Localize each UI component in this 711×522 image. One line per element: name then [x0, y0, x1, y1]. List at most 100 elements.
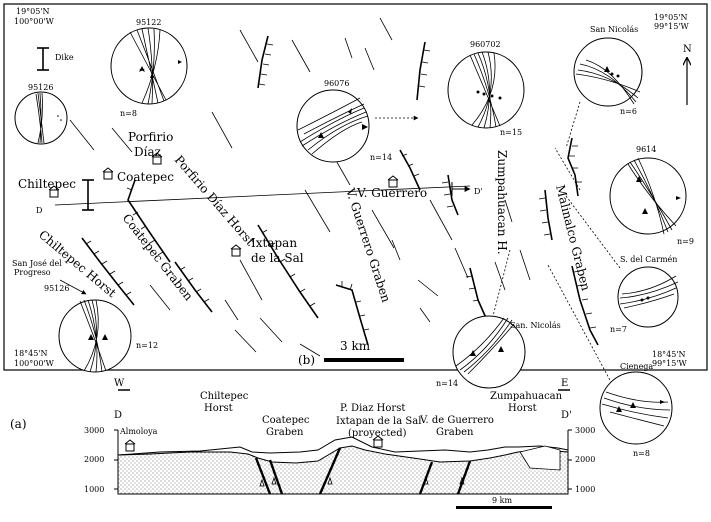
town-markers: [48, 152, 399, 257]
stereonet-count: n=14: [436, 379, 458, 388]
section-coatepec-2: Graben: [266, 427, 304, 438]
stereonet-9614: 9614 n=9: [609, 145, 694, 246]
stereonet-id: S. del Carmén: [620, 255, 677, 264]
coord-se-lon: 99°15'W: [652, 359, 688, 368]
town-icon: [151, 152, 163, 165]
stereonet-960702: 960702 n=15: [447, 40, 525, 137]
town-icon: [372, 435, 384, 448]
stereonet-id: 96076: [324, 79, 349, 88]
label-coatepec-graben: Coatepec Graben: [120, 211, 196, 303]
lineaments: [69, 17, 531, 357]
stereonet-id: 9614: [636, 145, 656, 154]
stereonet-95126-small: 95126: [14, 83, 68, 145]
section-line: D D': [36, 182, 483, 215]
section-coatepec-1: Coatepec: [262, 415, 310, 426]
section-panel-label: (a): [10, 417, 27, 431]
right-tick-label: 3000: [575, 426, 595, 435]
town-porfirio-2: Díaz: [134, 145, 161, 159]
map-panel-label: (b): [298, 353, 315, 367]
stereonet-count: n=15: [500, 128, 522, 137]
left-tick-label: 1000: [84, 485, 104, 494]
stereonet-count: n=7: [610, 325, 627, 334]
right-tick-label: 1000: [575, 485, 595, 494]
section-pdiaz: P. Diaz Horst: [340, 403, 405, 414]
stereonet-connectors: [375, 69, 626, 409]
coord-se-lat: 18°45'N: [652, 350, 686, 359]
section-rock-body: [117, 445, 569, 495]
section-scale-label: 9 km: [492, 496, 512, 505]
section-start: D: [114, 410, 122, 421]
map-scale-bar: 3 km: [324, 339, 404, 362]
section-end: D': [561, 410, 572, 421]
section-zumpa-1: Zumpahuacan: [490, 391, 563, 402]
stereonet-96076: 96076 n=14: [296, 79, 392, 163]
stereonet-count: n=8: [633, 449, 650, 458]
coord-ne-lon: 99°15'W: [654, 22, 690, 31]
town-icon: [230, 244, 242, 257]
section-guerrero-1: V. de Guerrero: [419, 415, 494, 426]
town-san-jose-1: San José del: [12, 259, 62, 268]
label-porfirio-horst: Porfirio Díaz Horst: [172, 153, 258, 249]
dike-label: Dike: [55, 53, 74, 62]
stereonet-id: San Nicolás: [590, 25, 638, 34]
section-ixtapan-1: Ixtapan de la Sal: [336, 416, 421, 427]
stereonet-count: n=9: [677, 237, 694, 246]
label-guerrero-graben: V. Guerrero Graben: [343, 186, 393, 305]
map-scale-label: 3 km: [340, 339, 371, 353]
town-icon: [48, 185, 60, 198]
town-icon: [124, 439, 136, 452]
stereonet-id: 95126: [44, 284, 69, 293]
stereonet-id: San. Nicolás: [510, 321, 561, 330]
faults: [81, 35, 599, 346]
section-guerrero-2: Graben: [436, 427, 474, 438]
dike-symbol: Dike: [37, 47, 74, 71]
stereonet-95122: 95122 n=8: [110, 18, 188, 118]
town-guerrero: V. Guerrero: [356, 186, 427, 200]
cross-section: (a) W E D D' 3000 2000 1000 3000 2000 10…: [10, 378, 595, 509]
town-icon: [387, 175, 399, 188]
coord-sw-lon: 100°00'W: [14, 359, 55, 368]
coord-sw-lat: 18°45'N: [14, 349, 48, 358]
stereonet-san-nicolas: San Nicolás n=6: [573, 25, 643, 116]
town-san-jose-2: Progreso: [14, 268, 51, 277]
section-end-label: D': [474, 187, 483, 196]
stereonet-95126-large: 95126 n=12: [44, 284, 158, 373]
section-scale-bar: 9 km: [456, 496, 552, 509]
right-tick-label: 2000: [575, 455, 595, 464]
stereonet-s-del-carmen: S. del Carmén n=7: [610, 255, 679, 334]
section-almoloya: Almoloya: [119, 427, 158, 436]
coord-nw-lat: 19°05'N: [16, 7, 50, 16]
stereonet-count: n=14: [370, 153, 392, 162]
town-ixtapan-2: de la Sal: [251, 251, 304, 265]
label-malinalco: Malinalco Graben: [553, 183, 593, 292]
north-arrow: N: [683, 44, 692, 105]
section-chiltepec-2: Horst: [204, 403, 233, 414]
stereonet-count: n=6: [620, 107, 637, 116]
town-ixtapan-1: Ixtapan: [251, 236, 297, 250]
stereonet-id: 95122: [136, 18, 161, 27]
town-porfirio-1: Porfirio: [128, 130, 173, 144]
section-chiltepec-1: Chiltepec: [200, 391, 249, 402]
north-label: N: [683, 44, 692, 55]
stereonet-id: Cienega: [620, 362, 653, 371]
section-west: W: [114, 378, 125, 389]
left-tick-label: 3000: [84, 426, 104, 435]
stereonet-id: 95126: [28, 83, 53, 92]
left-tick-label: 2000: [84, 455, 104, 464]
section-east: E: [561, 378, 568, 389]
stereonet-san-nicolas-2: San. Nicolás n=14: [436, 315, 561, 389]
stereonet-id: 960702: [470, 40, 501, 49]
section-zumpa-2: Horst: [508, 403, 537, 414]
stereonet-count: n=8: [120, 109, 137, 118]
label-zumpahuacan: Zumpahuacan H.: [495, 150, 509, 255]
coord-ne-lat: 19°05'N: [654, 13, 688, 22]
dike-line: [82, 179, 94, 211]
stereonet-cienega: Cienega n=8: [599, 362, 673, 458]
town-chiltepec: Chiltepec: [18, 177, 76, 191]
section-ixtapan-2: (proyected): [348, 428, 407, 439]
town-icon: [102, 167, 114, 180]
map-frame: [3, 3, 708, 371]
coord-nw-lon: 100°00'W: [14, 17, 55, 26]
town-coatepec: Coatepec: [117, 170, 174, 184]
